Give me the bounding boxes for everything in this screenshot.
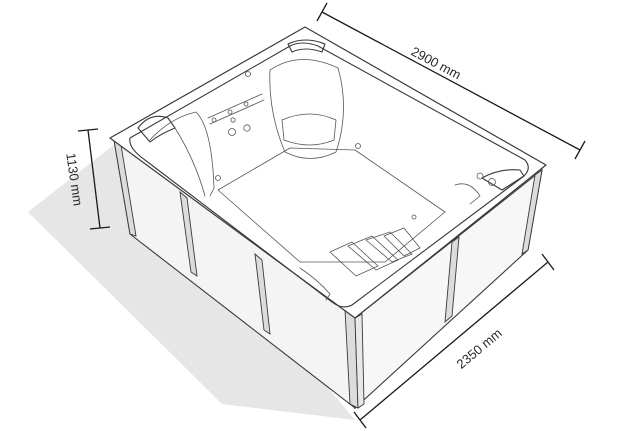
wall-jets [207,71,417,220]
captain-seat [269,39,344,159]
spa-footwell [217,147,446,263]
lounger-seat [137,111,215,197]
width-label: 2350 mm [454,325,505,371]
front-steps [299,227,421,301]
height-label: 1130 mm [63,152,85,207]
control-panel-area [454,169,525,205]
height-dimension: 1130 mm [63,128,111,230]
